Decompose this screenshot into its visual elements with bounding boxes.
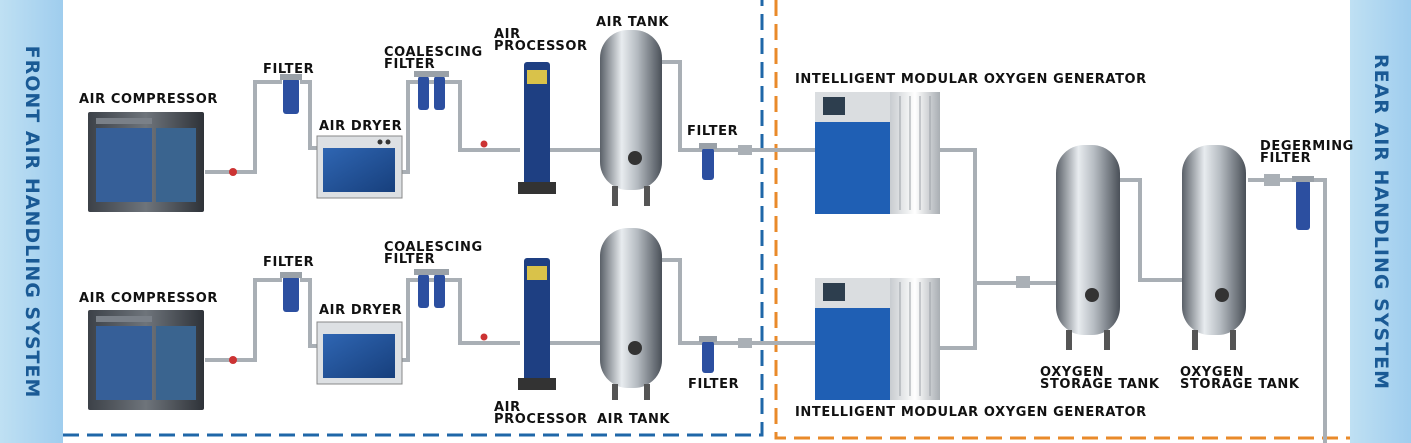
label-air-compressor-1: AIR COMPRESSOR [79, 92, 218, 107]
label-coalescing-2a: COALESCING [384, 240, 483, 255]
label-generator-1: INTELLIGENT MODULAR OXYGEN GENERATOR [795, 72, 1147, 87]
front-system-panel: FRONT AIR HANDLING SYSTEM [0, 0, 63, 443]
label-coalescing-2b: FILTER [384, 252, 436, 267]
label-storage-1a: OXYGEN [1040, 365, 1105, 380]
label-storage-1b: STORAGE TANK [1040, 377, 1160, 392]
label-air-tank-1: AIR TANK [596, 15, 670, 30]
rear-system-panel: REAR AIR HANDLING SYSTEM [1350, 0, 1411, 443]
label-coalescing-1a: COALESCING [384, 45, 483, 60]
label-air-processor-2b: PROCESSOR [494, 412, 588, 427]
label-air-compressor-2: AIR COMPRESSOR [79, 291, 218, 306]
label-coalescing-1b: FILTER [384, 57, 436, 72]
oxygen-storage-equipment [1016, 145, 1327, 443]
label-filter-1: FILTER [263, 62, 315, 77]
label-air-dryer-1: AIR DRYER [319, 119, 403, 134]
label-air-processor-2a: AIR [494, 400, 521, 415]
label-air-processor-1b: PROCESSOR [494, 39, 588, 54]
rear-system-border [774, 0, 1350, 440]
label-filter-1b: FILTER [687, 124, 739, 139]
label-air-tank-2: AIR TANK [597, 412, 671, 427]
label-filter-2: FILTER [263, 255, 315, 270]
row-2-equipment [88, 228, 977, 410]
row-1-equipment [88, 30, 1060, 285]
label-air-dryer-2: AIR DRYER [319, 303, 403, 318]
label-filter-2b: FILTER [688, 377, 740, 392]
label-degerming-a: DEGERMING [1260, 139, 1354, 154]
label-storage-2b: STORAGE TANK [1180, 377, 1300, 392]
front-system-border [63, 0, 764, 437]
label-degerming-b: FILTER [1260, 151, 1312, 166]
label-air-processor-1a: AIR [494, 27, 521, 42]
label-generator-2: INTELLIGENT MODULAR OXYGEN GENERATOR [795, 405, 1147, 420]
label-storage-2a: OXYGEN [1180, 365, 1245, 380]
